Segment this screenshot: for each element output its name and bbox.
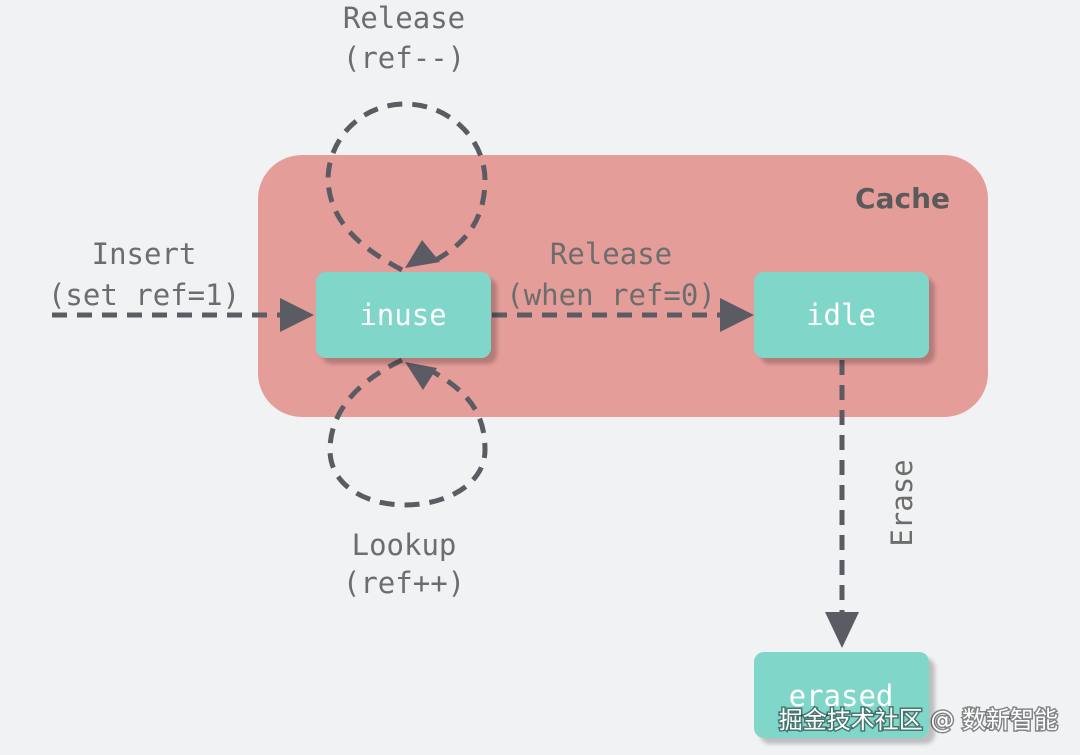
- release-self-label: Release: [343, 1, 465, 35]
- release-idle-label-line2: (when ref=0): [506, 278, 716, 312]
- release-self-label-line1: Release: [343, 1, 465, 35]
- release-self-loop-arrow: [325, 101, 488, 273]
- release-self-label-line2: (ref--): [343, 41, 465, 75]
- lookup-arrowhead: [405, 362, 437, 390]
- erase-label: Erase: [885, 459, 919, 546]
- node-erased-box: [754, 652, 929, 738]
- insert-label-line1: Insert: [92, 237, 197, 271]
- erase-arrowhead: [825, 612, 859, 648]
- lookup-label-line2: (ref++): [343, 566, 465, 600]
- edge-release-self: Release (ref--): [325, 1, 488, 273]
- edge-insert: Insert (set ref=1): [48, 237, 314, 332]
- release-self-arrowhead: [405, 240, 440, 268]
- node-idle: idle: [754, 272, 929, 358]
- lookup-loop-arrow: [327, 357, 488, 508]
- node-idle-box: [754, 272, 929, 358]
- edge-erase: Erase: [825, 360, 919, 648]
- release-idle-arrowhead: [720, 298, 754, 332]
- node-erased: erased: [754, 652, 929, 738]
- release-self-label-2: (ref--): [343, 41, 465, 75]
- edge-lookup: Lookup (ref++): [327, 357, 488, 600]
- node-idle-label: idle: [806, 298, 876, 332]
- node-erased-label: erased: [789, 679, 894, 713]
- lookup-label: Lookup: [352, 528, 457, 562]
- insert-arrowhead: [280, 298, 314, 332]
- node-inuse: inuse: [316, 272, 491, 358]
- node-inuse-box: [316, 272, 491, 358]
- release-idle-label-line1: Release: [550, 237, 672, 271]
- cache-region-title: Cache: [855, 182, 950, 215]
- release-idle-label-2: (when ref=0): [506, 278, 716, 312]
- lookup-label-line1: Lookup: [352, 528, 457, 562]
- insert-label: Insert: [92, 237, 197, 271]
- lookup-label-2: (ref++): [343, 566, 465, 600]
- watermark-text: 掘金技术社区 @ 数新智能: [779, 706, 1058, 734]
- insert-label-2: (set ref=1): [48, 278, 240, 312]
- node-inuse-label: inuse: [359, 298, 446, 332]
- insert-label-line2: (set ref=1): [48, 278, 240, 312]
- edge-release-idle: Release (when ref=0): [492, 237, 754, 332]
- release-idle-label: Release: [550, 237, 672, 271]
